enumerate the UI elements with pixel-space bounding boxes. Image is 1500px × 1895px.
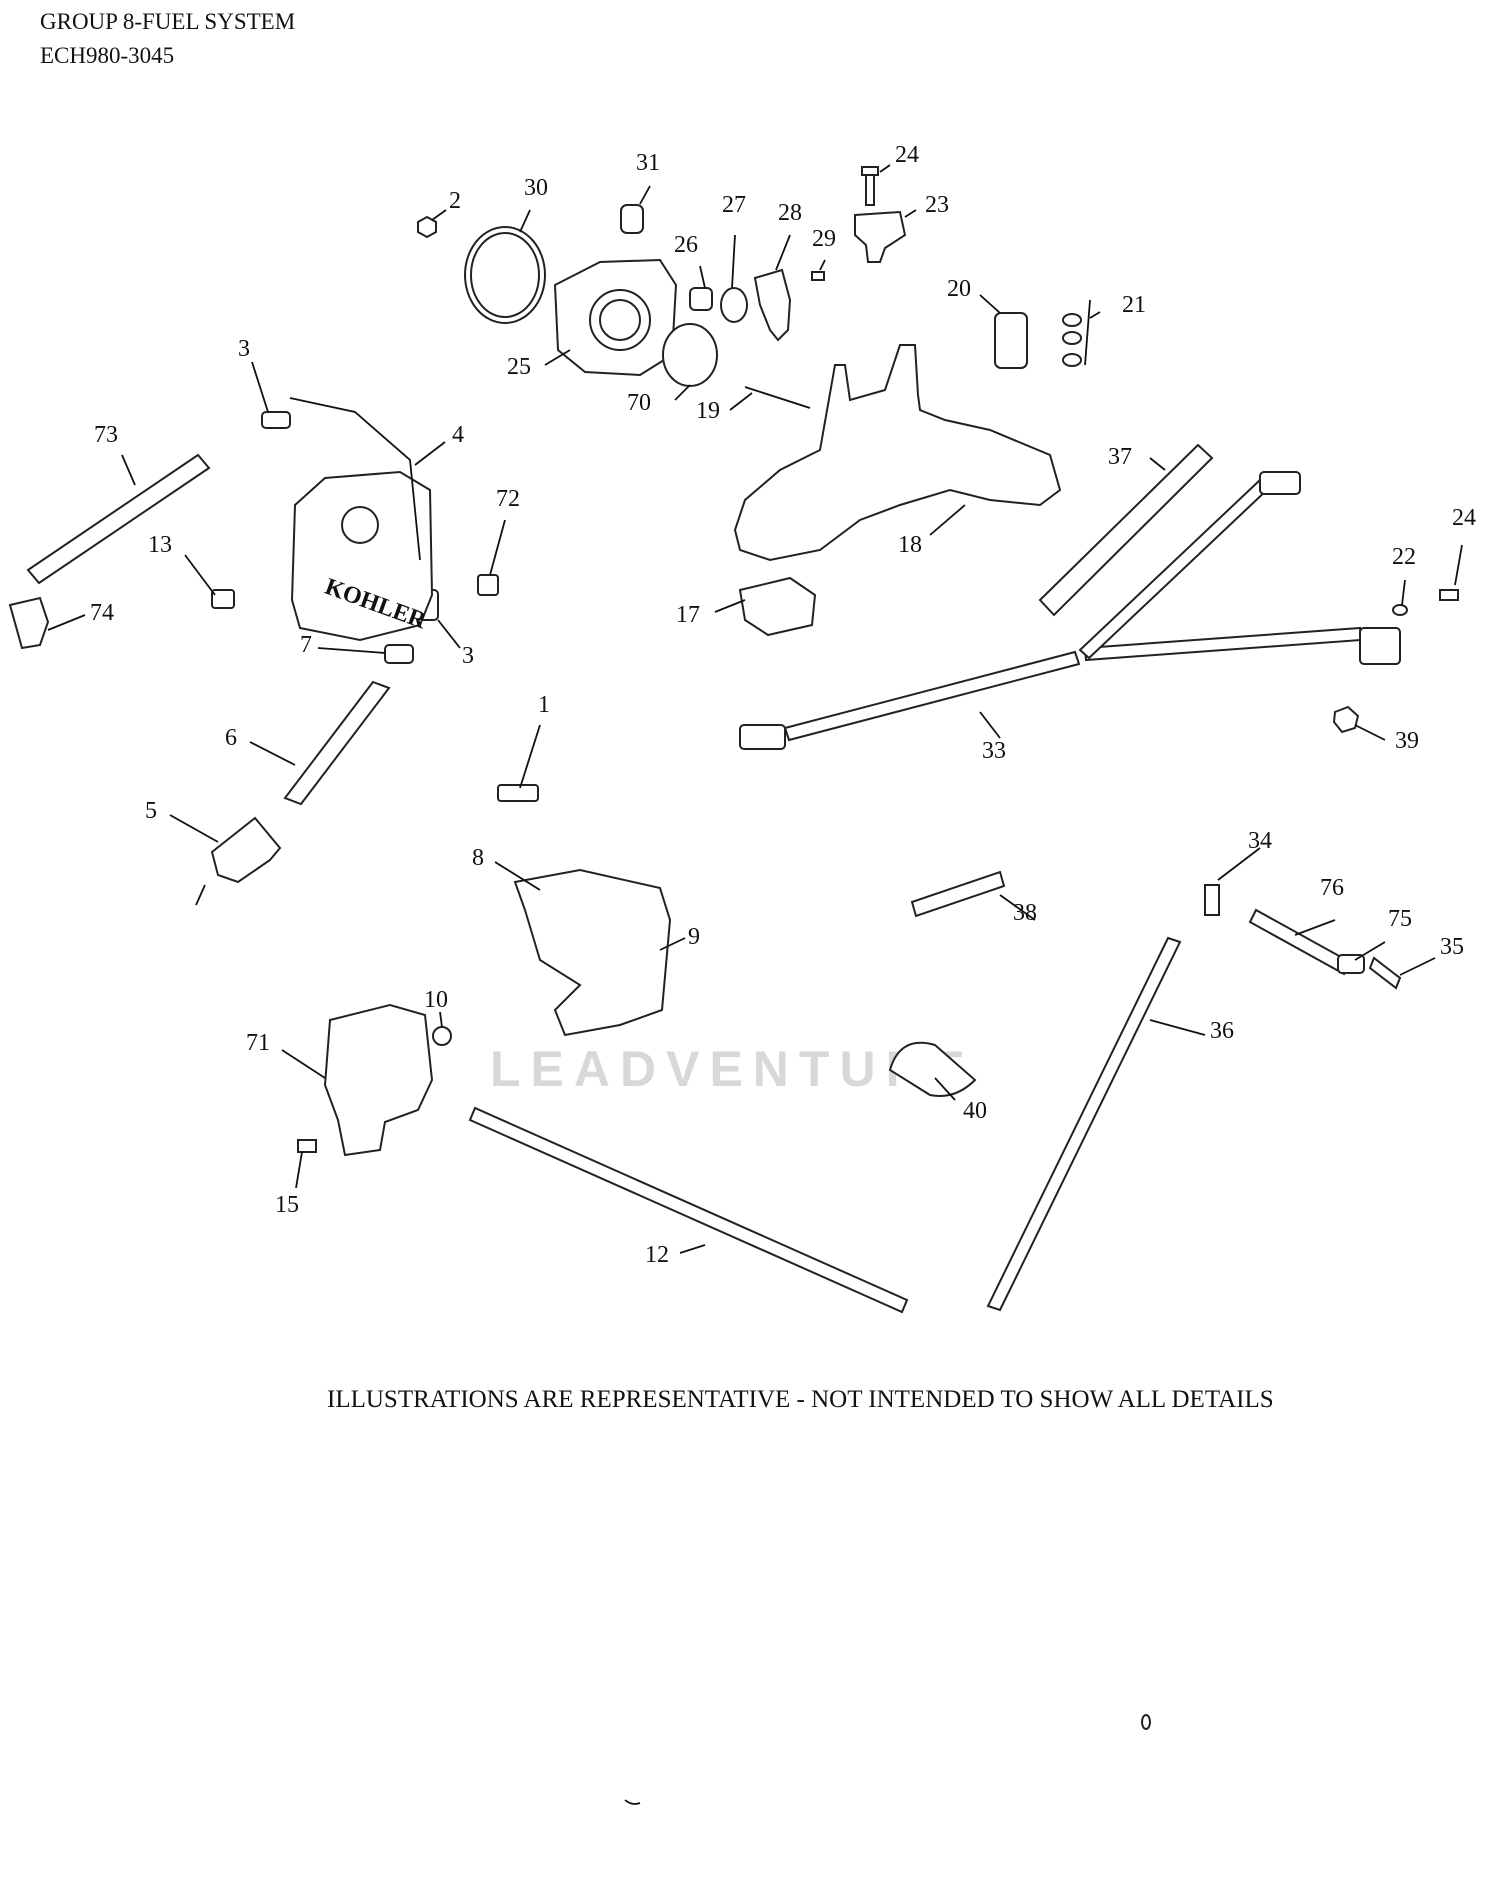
callout-24: 24 [895, 142, 919, 168]
callout-75: 75 [1388, 906, 1412, 932]
callout-20: 20 [947, 276, 971, 302]
callout-26: 26 [674, 232, 698, 258]
part-70-gasket-ring [662, 323, 718, 387]
callout-76: 76 [1320, 875, 1344, 901]
part-76-fuel-hose [1248, 908, 1352, 976]
part-23-map-sensor [854, 210, 907, 263]
callout-17: 17 [676, 602, 700, 628]
stray-mark [1141, 1714, 1151, 1730]
callout-24b: 24 [1452, 505, 1476, 531]
callout-37: 37 [1108, 444, 1132, 470]
part-15-bolt [297, 1139, 317, 1153]
callout-7: 7 [300, 632, 312, 658]
part-5-fuel-filter [210, 816, 282, 884]
callout-21: 21 [1122, 292, 1146, 318]
callout-19: 19 [696, 398, 720, 424]
part-74-connector [8, 596, 50, 650]
callout-25: 25 [507, 354, 531, 380]
callout-29: 29 [812, 226, 836, 252]
callout-18: 18 [898, 532, 922, 558]
part-4-fuel-tank [290, 470, 434, 642]
part-17-gasket [738, 576, 817, 637]
callout-36: 36 [1210, 1018, 1234, 1044]
callout-13: 13 [148, 532, 172, 558]
callout-35: 35 [1440, 934, 1464, 960]
part-21-retainer [1062, 313, 1082, 327]
part-35-fuel-hose [1368, 956, 1402, 990]
callout-27: 27 [722, 192, 746, 218]
disclaimer-note: ILLUSTRATIONS ARE REPRESENTATIVE - NOT I… [327, 1386, 1274, 1413]
callout-71: 71 [246, 1030, 270, 1056]
part-22-washer [1392, 604, 1408, 616]
part-18-intake-manifold [733, 344, 1062, 562]
part-37-fuel-hose [1038, 443, 1214, 617]
callout-31: 31 [636, 150, 660, 176]
part-7-hose-clamp [384, 644, 414, 664]
part-1-clip [497, 784, 539, 802]
callout-23: 23 [925, 192, 949, 218]
model-number: ECH980-3045 [40, 43, 175, 68]
callout-1: 1 [538, 692, 550, 718]
part-24-screw [861, 166, 879, 176]
part-13-clamp [211, 589, 235, 609]
part-3-elbow-fitting [261, 411, 291, 429]
callout-40: 40 [963, 1098, 987, 1124]
part-6-fuel-hose [283, 680, 391, 806]
callout-72: 72 [496, 486, 520, 512]
part-31-bushing [620, 204, 644, 234]
callout-15: 15 [275, 1192, 299, 1218]
part-20-fuel-injector [994, 312, 1028, 369]
part-38-fuel-hose [910, 870, 1006, 918]
callout-28: 28 [778, 200, 802, 226]
part-28-sensor [753, 268, 792, 342]
part-34-tee-fitting [1204, 884, 1220, 916]
part-33-fuel-line-assembly [783, 650, 1081, 742]
part-10-clamp [432, 1026, 452, 1046]
callout-38: 38 [1013, 900, 1037, 926]
part-71-fuel-pump-module [323, 1003, 434, 1157]
callout-22: 22 [1392, 544, 1416, 570]
callout-74: 74 [90, 600, 114, 626]
callout-30: 30 [524, 175, 548, 201]
part-39-nut [1332, 705, 1360, 734]
callout-73: 73 [94, 422, 118, 448]
part-27-o-ring [720, 287, 748, 323]
callout-12: 12 [645, 1242, 669, 1268]
diagram-title: GROUP 8-FUEL SYSTEM [40, 9, 296, 34]
part-29-screw [811, 271, 825, 281]
callout-33: 33 [982, 738, 1006, 764]
leader-lines [47, 164, 1463, 1254]
callout-5: 5 [145, 798, 157, 824]
callout-3b: 3 [462, 643, 474, 669]
part-73-fuel-hose [26, 453, 211, 585]
part-72-fitting [477, 574, 499, 596]
part-36-fuel-hose [986, 936, 1182, 1312]
callout-6: 6 [225, 725, 237, 751]
part-2-nut [417, 215, 437, 239]
part-40-clamp [888, 1041, 977, 1097]
callout-9: 9 [688, 924, 700, 950]
watermark: LEADVENTURE [490, 1041, 976, 1097]
callout-2: 2 [449, 188, 461, 214]
callout-4: 4 [452, 422, 464, 448]
callout-39: 39 [1395, 728, 1419, 754]
part-19-stud [744, 386, 811, 409]
part-26-spacer [689, 287, 713, 311]
part-24-screw-right [1439, 589, 1459, 601]
part-9-mounting-bracket [513, 868, 672, 1037]
callout-3: 3 [238, 336, 250, 362]
callout-34: 34 [1248, 828, 1272, 854]
part-12-fuel-hose [468, 1106, 909, 1314]
part-drawings: KOHLER [8, 166, 1459, 1805]
callout-70: 70 [627, 390, 651, 416]
callout-labels: 1 2 3 3 4 5 6 7 8 9 10 12 13 15 17 18 19… [90, 142, 1476, 1268]
callout-10: 10 [424, 987, 448, 1013]
callout-8: 8 [472, 845, 484, 871]
stray-mark-2 [624, 1799, 641, 1805]
